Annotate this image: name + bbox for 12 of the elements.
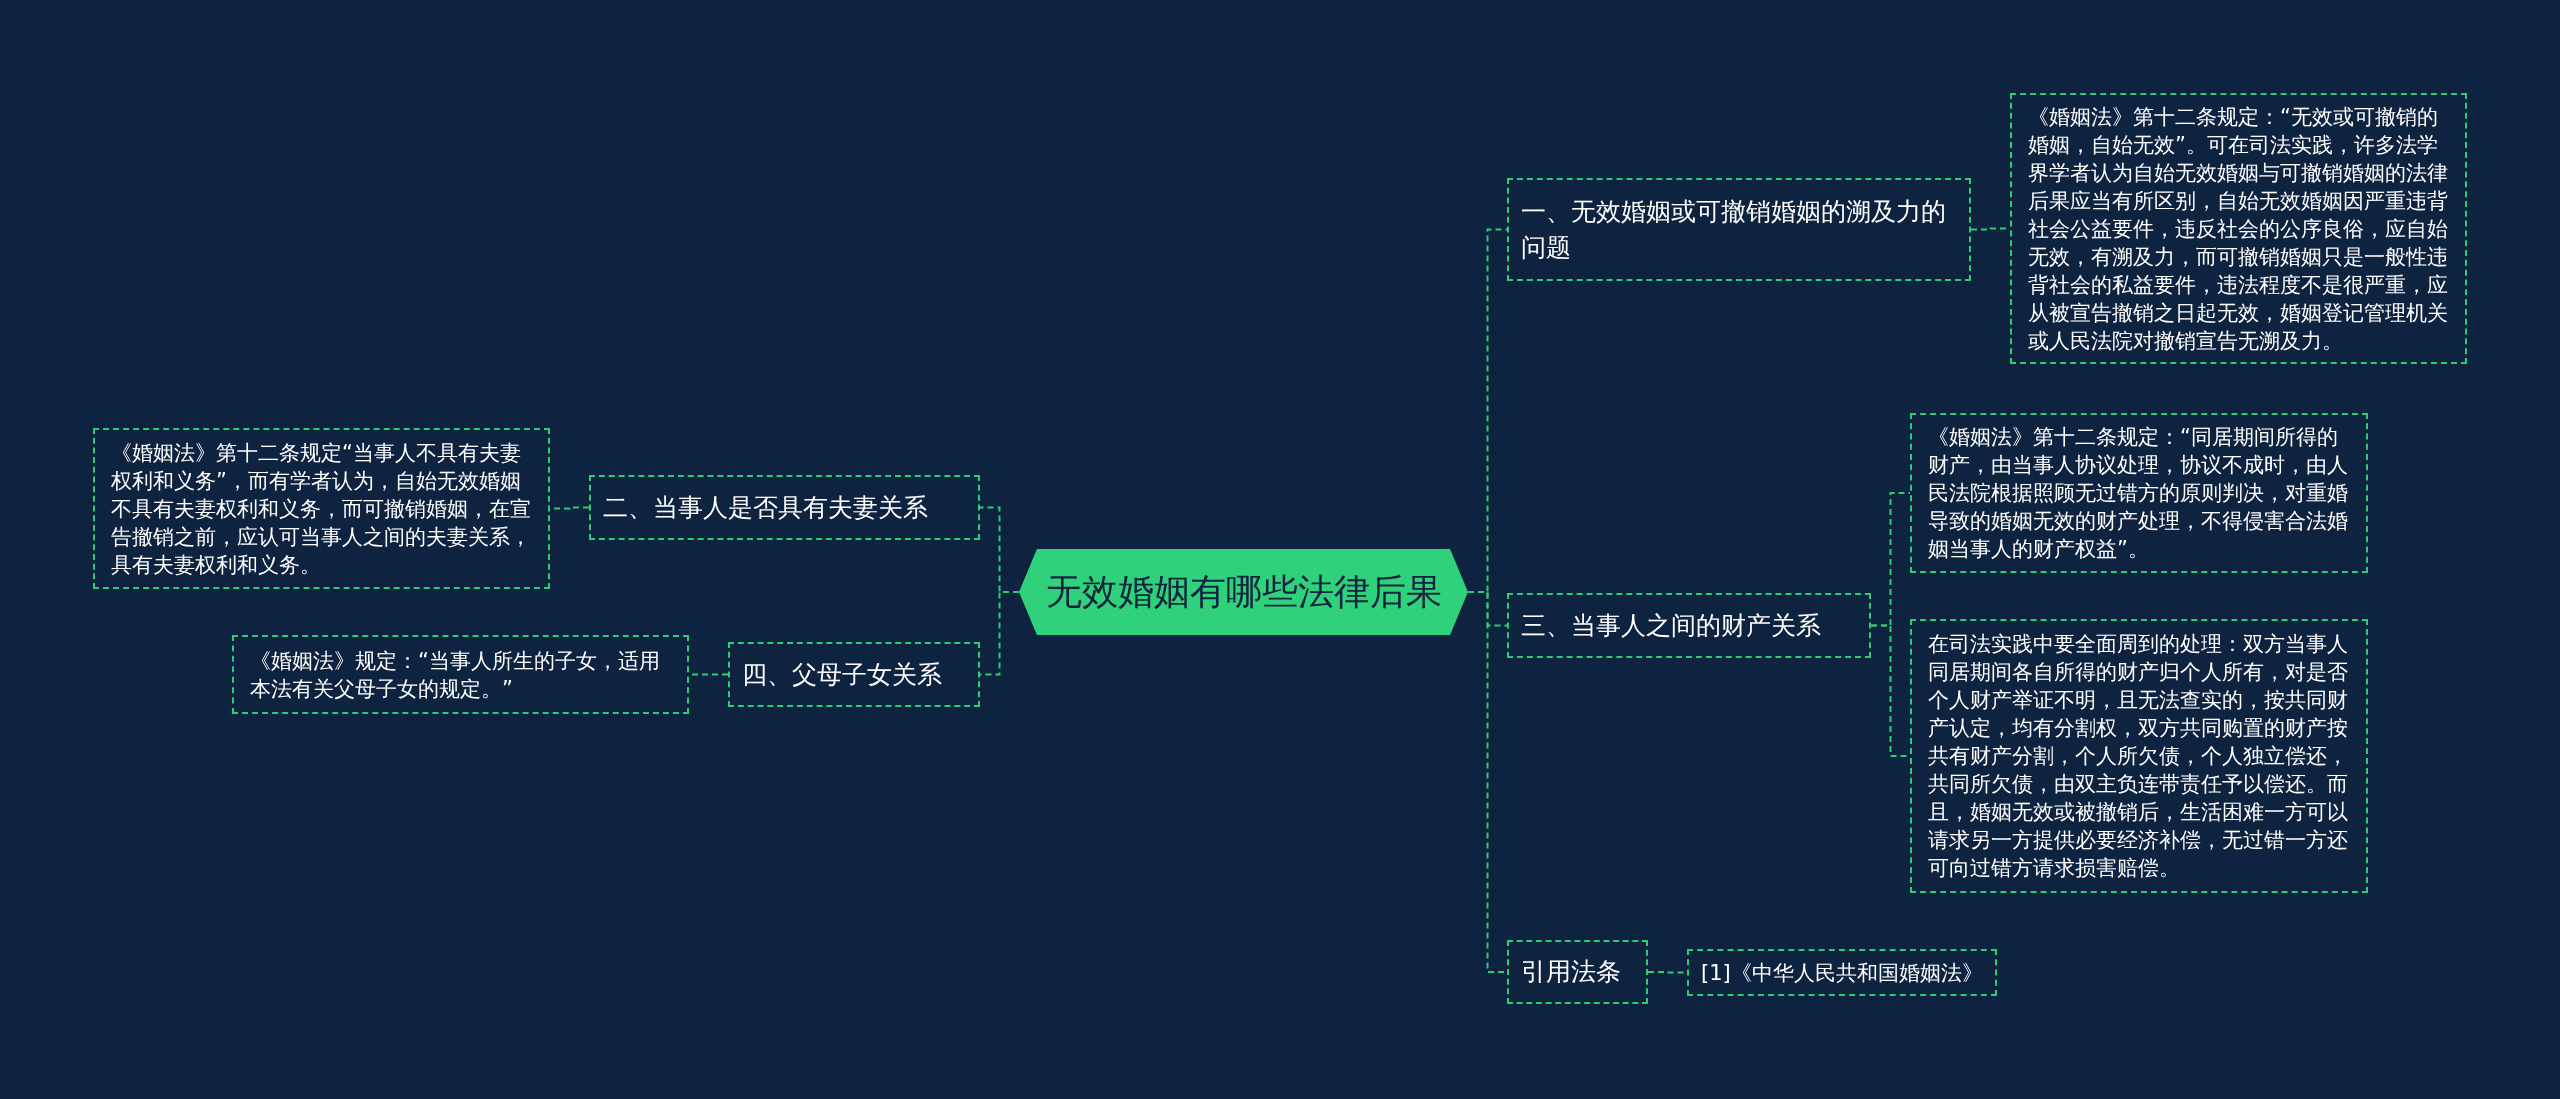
note-box: 《婚姻法》规定：“当事人所生的子女，适用本法有关父母子女的规定。”	[232, 635, 689, 714]
reference-box: [1]《中华人民共和国婚姻法》	[1687, 949, 1997, 996]
note-box: 在司法实践中要全面周到的处理：双方当事人同居期间各自所得的财产归个人所有，对是否个人财产举证不明，且无法查实的，按共同财产认定，均有分割权，双方共同购置的财产按共有财产分割，个人所欠债，个人独立偿还，共同所欠债，由双主负连带责任予以偿还。而且，婚姻无效或被撤销后，生活困难一方可以请求另一方提供必要经济补偿，无过错一方还可向过错方请求损害赔偿。	[1910, 619, 2368, 893]
topic-box: 二、当事人是否具有夫妻关系	[589, 475, 980, 540]
topic-box: 引用法条	[1507, 940, 1648, 1004]
note-box: 《婚姻法》第十二条规定“当事人不具有夫妻权利和义务”，而有学者认为，自始无效婚姻不具有夫妻权利和义务，而可撤销婚姻，在宣告撤销之前，应认可当事人之间的夫妻关系，具有夫妻权利和义务。	[93, 428, 550, 589]
topic-box: 四、父母子女关系	[728, 642, 980, 707]
connector-line	[979, 591, 1020, 676]
note-box: 《婚姻法》第十二条规定：“同居期间所得的财产，由当事人协议处理，协议不成时，由人民法院根据照顾无过错方的原则判决，对重婚导致的婚姻无效的财产处理，不得侵害合法婚姻当事人的财产权益”。	[1910, 413, 2368, 573]
note-box: 《婚姻法》第十二条规定：“无效或可撤销的婚姻，自始无效”。可在司法实践，许多法学界学者认为自始无效婚姻与可撤销婚姻的法律后果应当有所区别，自始无效婚姻因严重违背社会公益要件，违反社会的公序良俗，应自始无效，有溯及力，而可撤销婚姻只是一般性违背社会的私益要件，违法程度不是很严重，应从被宣告撤销之日起无效，婚姻登记管理机关或人民法院对撤销宣告无溯及力。	[2010, 93, 2467, 364]
topic-box: 三、当事人之间的财产关系	[1507, 593, 1871, 658]
topic-box: 一、无效婚姻或可撤销婚姻的溯及力的问题	[1507, 178, 1971, 281]
